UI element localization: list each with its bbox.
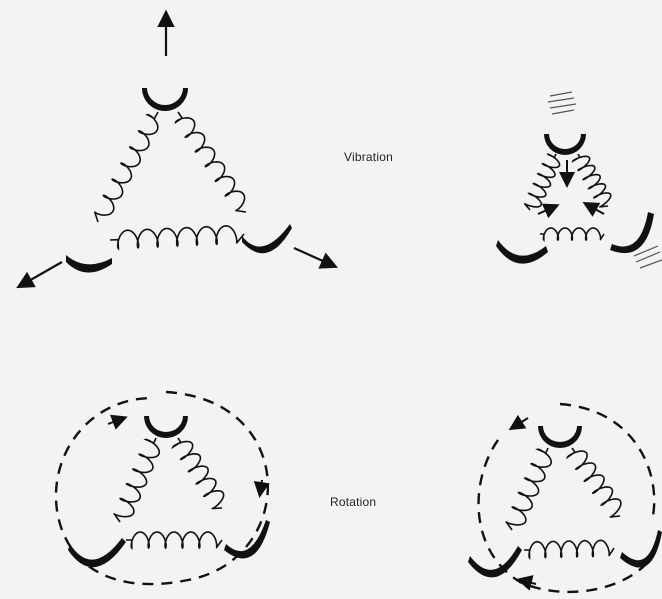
- atom-left: [68, 538, 126, 567]
- rotation-molecule-counterclockwise: [468, 404, 662, 592]
- spring-left: [506, 448, 551, 530]
- spring-coil: [176, 112, 247, 212]
- spring-coil: [95, 112, 158, 222]
- atom-right: [620, 530, 662, 568]
- spring-bottom: [524, 540, 614, 558]
- spring-left: [114, 438, 159, 522]
- atom-top: [142, 88, 188, 111]
- spring-bottom: [540, 228, 604, 240]
- spring-left: [524, 154, 559, 210]
- spring-coil: [524, 154, 559, 210]
- atom-left: [496, 240, 548, 264]
- spring-coil: [173, 438, 224, 509]
- rotation-molecule-clockwise: [56, 392, 270, 584]
- spring-left: [95, 112, 158, 222]
- spring-coil: [110, 226, 244, 249]
- rotation-arrow-top: [512, 418, 528, 428]
- spring-right: [573, 154, 611, 207]
- spring-coil: [573, 154, 611, 207]
- vibration-stretched-molecule: [20, 14, 334, 286]
- arrow-down-left: [20, 262, 62, 286]
- spring-bottom: [110, 226, 244, 249]
- atom-top: [544, 134, 586, 155]
- spring-coil: [506, 448, 551, 530]
- atom-right: [224, 520, 270, 558]
- atom-top: [538, 426, 582, 448]
- spring-coil: [114, 438, 159, 522]
- spring-coil: [524, 540, 614, 558]
- rotation-arrow-right: [260, 480, 262, 494]
- rotation-label: Rotation: [330, 495, 376, 509]
- spring-coil: [568, 448, 621, 517]
- spring-right: [176, 112, 247, 212]
- atom-right: [610, 212, 654, 253]
- atom-left: [468, 546, 522, 577]
- spring-bottom: [126, 532, 222, 548]
- vibration-label: Vibration: [344, 150, 393, 164]
- spring-coil: [540, 228, 604, 240]
- spring-right: [173, 438, 224, 509]
- arrow-inward-left: [538, 206, 556, 214]
- arrow-down-right: [294, 248, 334, 266]
- atom-right: [242, 224, 292, 253]
- spring-coil: [126, 532, 222, 548]
- rotation-arrow-top: [108, 418, 124, 424]
- motion-hatch-top: [548, 92, 576, 114]
- atom-top: [144, 416, 188, 438]
- vibration-compressed-molecule: [496, 92, 662, 268]
- atom-left: [66, 255, 112, 273]
- spring-right: [568, 448, 621, 517]
- motion-hatch-right: [634, 246, 662, 268]
